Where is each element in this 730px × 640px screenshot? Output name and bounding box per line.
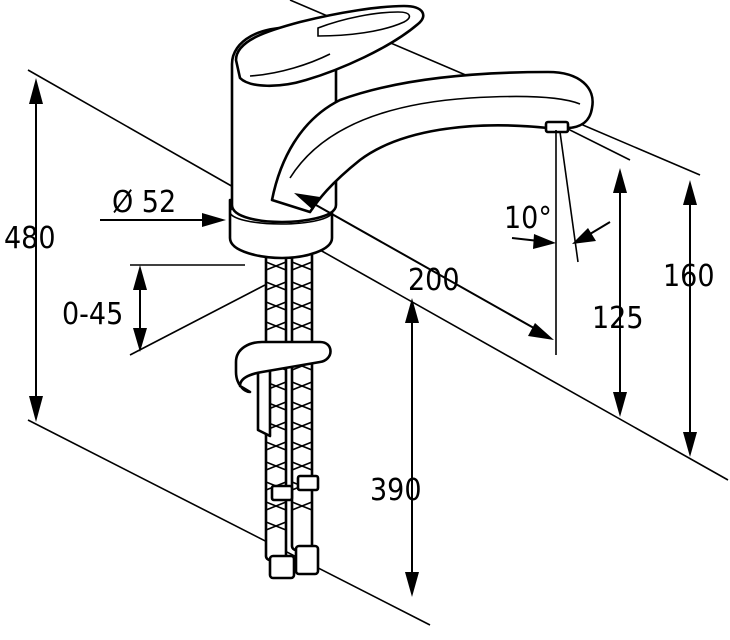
lever-handle [234, 4, 425, 88]
spout-highlight [289, 95, 581, 179]
label-hose-length: 390 [370, 473, 422, 508]
label-spout-reach: 200 [408, 263, 460, 298]
mounting-bracket [234, 340, 332, 438]
faucet-illustration [228, 4, 594, 580]
dimension-lines [29, 78, 697, 597]
label-body-height: 160 [663, 259, 715, 294]
dimension-labels: 480 Ø 52 0-45 200 10° 125 160 390 [4, 185, 715, 508]
lever-edge [249, 53, 331, 77]
hoses [264, 248, 320, 580]
spout [270, 70, 594, 214]
label-swivel-angle: 10° [504, 201, 552, 236]
aerator [544, 120, 570, 134]
label-diameter: Ø 52 [112, 185, 176, 220]
label-deck-thickness: 0-45 [62, 297, 123, 332]
lever-slot [317, 11, 411, 37]
label-spout-height: 125 [592, 301, 644, 336]
label-height-total: 480 [4, 221, 56, 256]
